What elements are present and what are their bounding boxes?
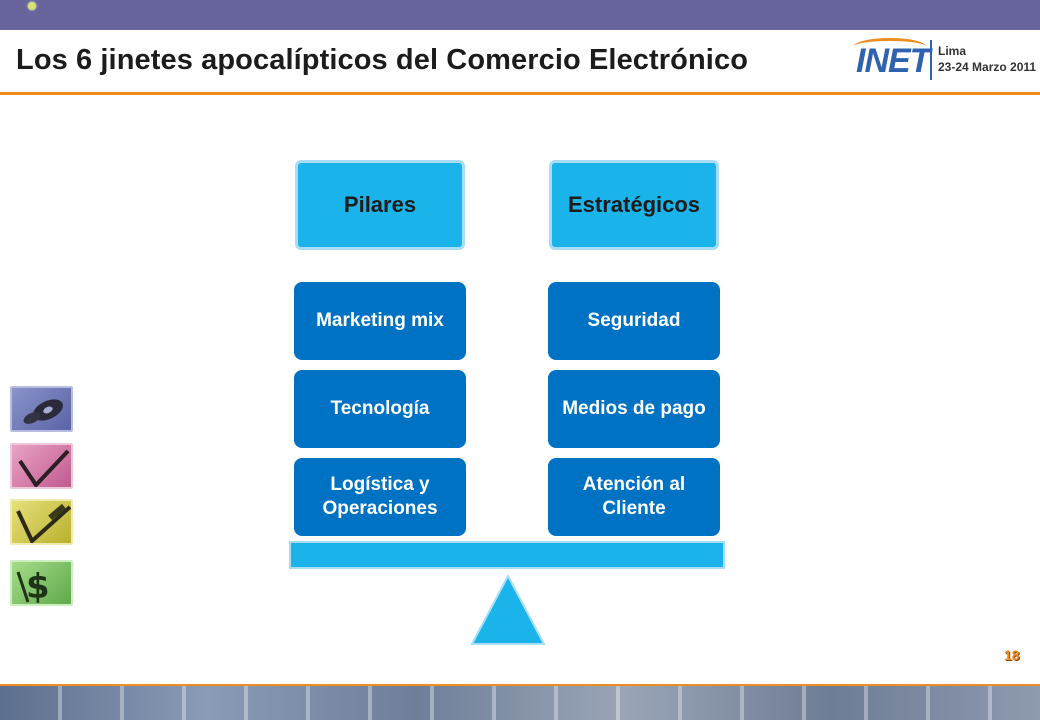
balance-beam	[289, 541, 725, 569]
bullet-dot-icon	[28, 2, 36, 10]
dollar-icon: $	[10, 560, 73, 606]
slide-title: Los 6 jinetes apocalípticos del Comercio…	[16, 44, 749, 76]
item-atencion-cliente: Atención al Cliente	[548, 458, 720, 536]
logo-arc-icon	[854, 38, 926, 55]
pen-icon	[10, 499, 73, 545]
svg-text:$: $	[26, 567, 50, 606]
inet-logo: INET Lima 23-24 Marzo 2011	[852, 36, 1038, 88]
item-tecnologia: Tecnología	[294, 370, 466, 448]
fulcrum-triangle-icon	[470, 574, 546, 645]
cd-disc-icon	[10, 386, 73, 432]
item-logistica: Logística y Operaciones	[294, 458, 466, 536]
page-number: 18	[1004, 647, 1020, 663]
item-marketing-mix: Marketing mix	[294, 282, 466, 360]
logo-wordmark: INET	[856, 42, 930, 80]
item-medios-de-pago: Medios de pago	[548, 370, 720, 448]
title-underline	[0, 92, 1040, 95]
item-seguridad: Seguridad	[548, 282, 720, 360]
top-bar	[0, 0, 1040, 30]
logo-separator	[930, 40, 932, 80]
footer-photo-strip	[0, 684, 1040, 720]
heading-estrategicos: Estratégicos	[549, 160, 719, 250]
logo-date: 23-24 Marzo 2011	[938, 60, 1037, 74]
heading-pilares: Pilares	[295, 160, 465, 250]
checkmark-icon	[10, 443, 73, 489]
logo-city: Lima	[938, 44, 967, 58]
